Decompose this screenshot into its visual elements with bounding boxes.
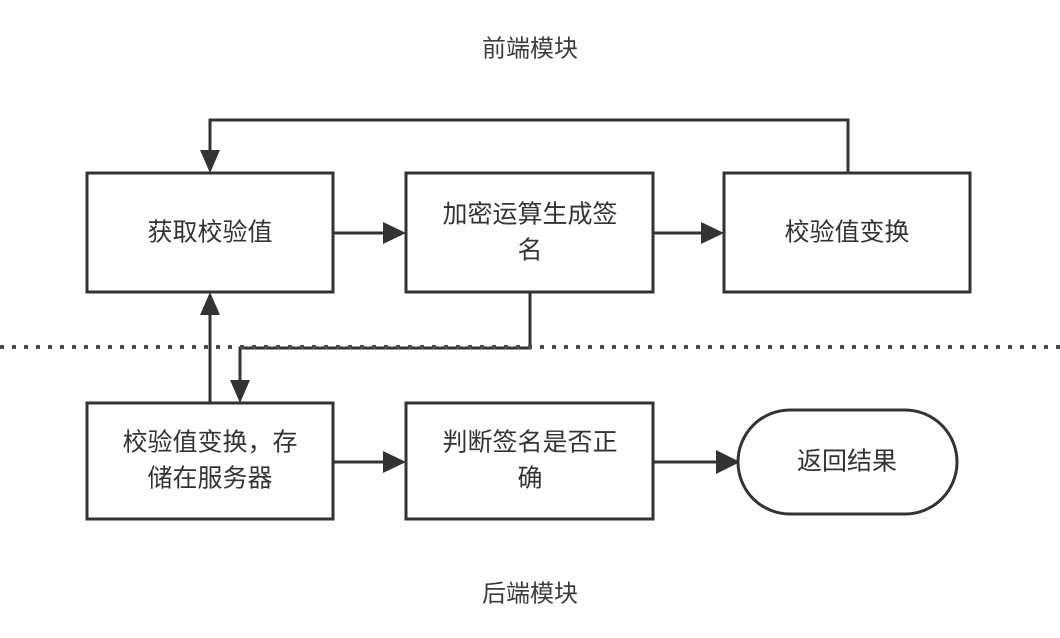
zone-label-frontend: 前端模块 bbox=[482, 35, 578, 62]
edge-n4-to-n5 bbox=[333, 451, 406, 473]
node-verify-signature-label-line1: 判断签名是否正 bbox=[442, 429, 617, 457]
zone-label-backend: 后端模块 bbox=[482, 580, 578, 607]
edge-n4-to-n5-arrowhead bbox=[383, 451, 406, 473]
node-checksum-transform-front-label: 校验值变换 bbox=[784, 219, 909, 247]
node-checksum-transform-store-label-line1: 校验值变换，存 bbox=[122, 429, 297, 457]
edge-n1-to-n2-arrowhead bbox=[383, 222, 406, 244]
node-verify-signature-shape[interactable] bbox=[404, 401, 655, 521]
edge-n2-to-n4-path bbox=[238, 292, 532, 385]
edge-n4-to-n1-arrowhead bbox=[200, 292, 220, 315]
node-return-result[interactable]: 返回结果 bbox=[736, 408, 959, 516]
edge-n1-to-n2 bbox=[333, 222, 406, 244]
node-checksum-transform-store[interactable]: 校验值变换，存 储在服务器 bbox=[85, 401, 335, 521]
edge-n2-to-n3-arrowhead bbox=[701, 222, 724, 244]
edge-n4-to-n1 bbox=[200, 292, 220, 403]
edge-n2-to-n4 bbox=[230, 292, 532, 403]
edge-n3-to-n1-arrowhead bbox=[200, 150, 220, 173]
node-encrypt-sign-shape[interactable] bbox=[404, 171, 655, 294]
node-checksum-transform-store-shape[interactable] bbox=[85, 401, 335, 521]
node-encrypt-sign-label-line1: 加密运算生成签 bbox=[442, 201, 617, 229]
edge-n2-to-n3 bbox=[653, 222, 724, 244]
node-checksum-transform-front-shape[interactable] bbox=[722, 171, 972, 294]
node-return-result-label: 返回结果 bbox=[797, 448, 897, 476]
node-checksum-transform-store-label-line2: 储在服务器 bbox=[147, 465, 272, 493]
node-get-checksum-shape[interactable] bbox=[85, 171, 335, 294]
node-get-checksum-label: 获取校验值 bbox=[147, 219, 272, 247]
node-checksum-transform-front[interactable]: 校验值变换 bbox=[722, 171, 972, 294]
node-encrypt-sign[interactable]: 加密运算生成签 名 bbox=[404, 171, 655, 294]
node-verify-signature[interactable]: 判断签名是否正 确 bbox=[404, 401, 655, 521]
edge-n3-to-n1-path bbox=[208, 118, 850, 173]
edge-n5-to-n6-arrowhead bbox=[716, 450, 740, 474]
node-encrypt-sign-label-line2: 名 bbox=[517, 237, 542, 265]
node-verify-signature-label-line2: 确 bbox=[517, 465, 542, 493]
edge-n2-to-n4-arrowhead bbox=[230, 380, 250, 403]
node-get-checksum[interactable]: 获取校验值 bbox=[85, 171, 335, 294]
edge-n5-to-n6 bbox=[653, 450, 740, 474]
node-return-result-shape[interactable] bbox=[736, 408, 959, 516]
edge-n3-to-n1 bbox=[200, 118, 850, 173]
